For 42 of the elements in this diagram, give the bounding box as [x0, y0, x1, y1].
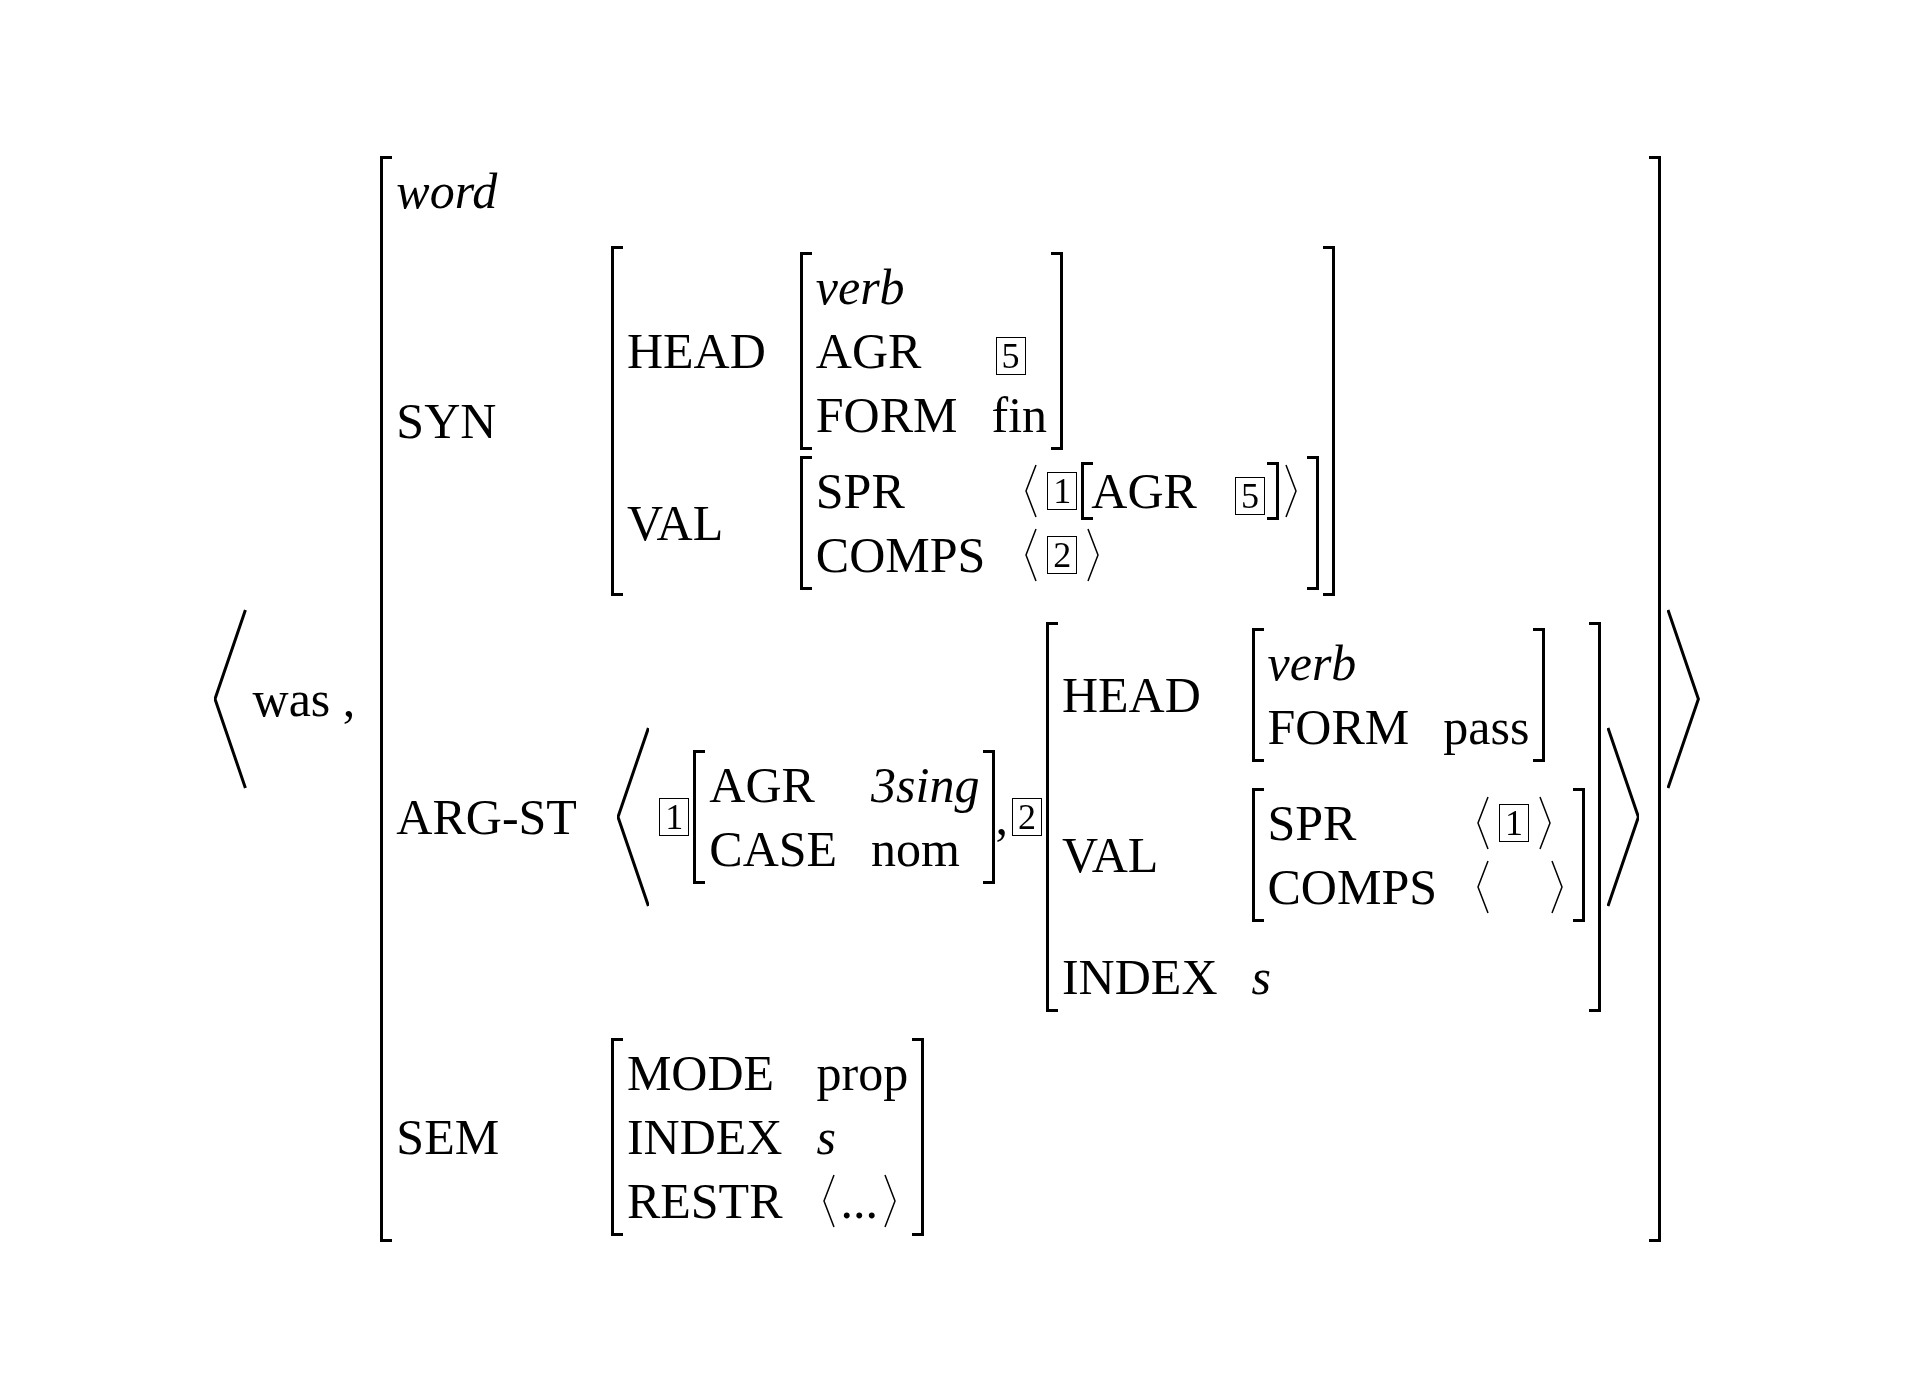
feature-name: FORM — [1267, 699, 1410, 755]
feature-value: pass — [1443, 699, 1530, 755]
feature-value: nom — [871, 821, 960, 877]
feature-name: CASE — [709, 821, 838, 877]
feature-name: SPR — [1267, 795, 1357, 851]
type-label: word — [396, 163, 498, 219]
feature-name: SEM — [396, 1109, 500, 1165]
feature-name: AGR — [815, 323, 922, 379]
punctuation: was — [252, 670, 331, 728]
type-label: verb — [1267, 635, 1357, 691]
feature-name: HEAD — [1061, 667, 1201, 723]
tag-box: 2 — [1011, 798, 1042, 836]
feature-name: HEAD — [626, 323, 766, 379]
feature-value: s — [816, 1109, 836, 1165]
feature-value: 3sing — [871, 757, 980, 813]
feature-name: AGR — [1091, 463, 1197, 519]
feature-name: COMPS — [1267, 859, 1438, 915]
feature-name: FORM — [815, 387, 958, 443]
tag-box: 2 — [1047, 536, 1078, 574]
tag-box: 1 — [1047, 472, 1078, 510]
feature-value: ... — [840, 1172, 878, 1230]
feature-value: prop — [816, 1045, 909, 1101]
feature-name: RESTR — [626, 1173, 783, 1229]
tag-box: 5 — [995, 337, 1026, 375]
feature-name: SYN — [396, 393, 497, 449]
feature-value: fin — [991, 387, 1048, 443]
feature-value: s — [1251, 949, 1271, 1005]
tag-box: 5 — [1234, 477, 1265, 515]
feature-name: VAL — [626, 495, 724, 551]
tag-box: 1 — [1499, 804, 1530, 842]
feature-name: COMPS — [815, 527, 986, 583]
feature-name: SPR — [815, 463, 905, 519]
feature-name: VAL — [1061, 827, 1159, 883]
feature-name: ARG-ST — [396, 789, 577, 845]
feature-name: INDEX — [1061, 949, 1218, 1005]
punctuation: , — [342, 670, 356, 728]
punctuation: , — [995, 788, 1008, 846]
feature-name: MODE — [626, 1045, 775, 1101]
feature-name: INDEX — [626, 1109, 783, 1165]
tag-box: 1 — [659, 798, 690, 836]
feature-name: AGR — [709, 757, 815, 813]
type-label: verb — [815, 259, 905, 315]
